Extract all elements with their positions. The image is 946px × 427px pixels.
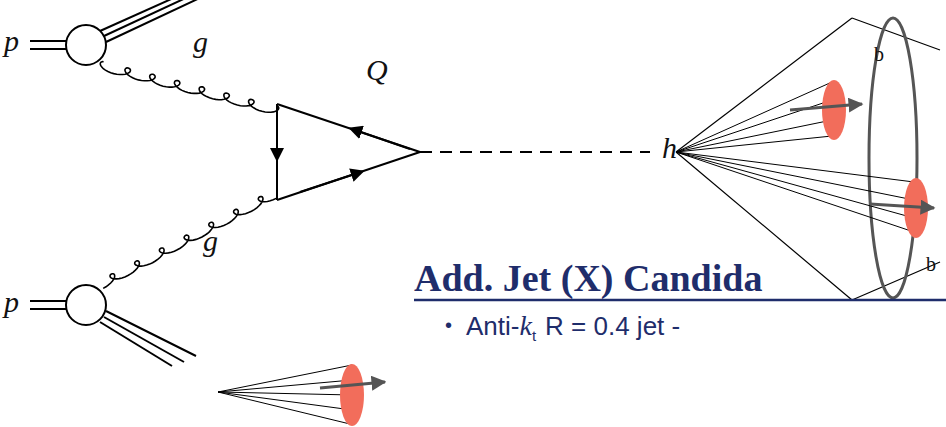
additional-jet-cone bbox=[218, 364, 385, 426]
bullet-text: R = 0.4 jet - bbox=[545, 311, 680, 341]
subscript: t bbox=[532, 327, 536, 344]
large-jet-cone bbox=[676, 18, 940, 300]
gluon-lines bbox=[100, 62, 278, 289]
gluon-coil bbox=[100, 62, 278, 113]
bullet-text: k bbox=[519, 310, 531, 341]
gluon-label: g bbox=[203, 226, 218, 256]
proton-label: p bbox=[4, 287, 19, 317]
proton-top bbox=[30, 0, 204, 65]
b-quark-label: b bbox=[926, 254, 936, 274]
higgs-label: h bbox=[662, 133, 677, 163]
proton-bottom bbox=[30, 285, 196, 366]
b-quark-label: b bbox=[874, 44, 884, 64]
bullet: • bbox=[445, 314, 452, 336]
quark-loop bbox=[277, 104, 420, 200]
bullet-line: • Anti-kt R = 0.4 jet - bbox=[445, 312, 680, 343]
gluon-coil bbox=[103, 197, 276, 289]
section-heading: Add. Jet (X) Candida bbox=[414, 259, 762, 297]
bullet-text: Anti- bbox=[466, 311, 519, 341]
higgs-line bbox=[420, 151, 650, 153]
quark-label: Q bbox=[366, 55, 388, 85]
title-underline bbox=[414, 299, 946, 302]
gluon-label: g bbox=[193, 27, 208, 57]
proton-label: p bbox=[4, 26, 19, 56]
